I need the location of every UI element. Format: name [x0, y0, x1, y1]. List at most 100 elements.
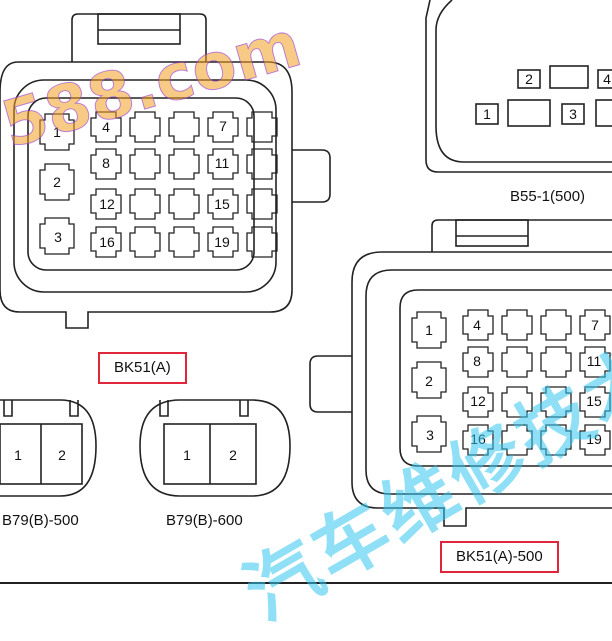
- bk51a-cavity-large: [39, 163, 75, 201]
- bk51a-pin-label: 19: [214, 234, 230, 250]
- b55-pin-3: [561, 103, 585, 125]
- bk51a-pin-field: [27, 97, 255, 271]
- b55-inner-shell: [435, 0, 612, 163]
- b55-pin-label: 2: [525, 71, 533, 87]
- bk51a-cavity-large: [39, 217, 75, 255]
- bk51a-cavities: [39, 111, 278, 258]
- bk51a500-pin-label: 2: [425, 373, 433, 389]
- bk51a500-latch-inner: [455, 219, 529, 247]
- bk51a-pin-label: 1: [53, 124, 61, 140]
- bk51a500-cavity-small: [501, 386, 533, 418]
- bk51a500-cavity-small: [501, 346, 533, 378]
- bk51a500-pin-field: [399, 289, 612, 467]
- b79b500-shell: [0, 399, 97, 497]
- bk51a-cavity-small: [168, 226, 200, 258]
- b79b500-pin-label: 1: [14, 447, 22, 463]
- bk51a500-cavity-small: [501, 309, 533, 341]
- bk51a500-side-tab: [309, 355, 352, 413]
- bk51a500-cavity-small: [540, 346, 572, 378]
- bk51a500-cavity-large: [411, 361, 447, 399]
- bk51a500-cavity-large: [411, 311, 447, 349]
- bk51a500-cavity-small: [579, 346, 611, 378]
- bk51a-cavity-small: [90, 226, 122, 258]
- b55-pin-blank-mid: [507, 99, 551, 127]
- bk51a-cavity-small: [207, 148, 239, 180]
- b79b600-pin-label: 2: [229, 447, 237, 463]
- bk51a-pin-label: 2: [53, 174, 61, 190]
- label-bk51a: BK51(A): [98, 352, 187, 384]
- bk51a500-cavity-small: [540, 309, 572, 341]
- bk51a-pin-label: 15: [214, 196, 230, 212]
- b79b600-notch: [159, 400, 249, 417]
- bk51a-inner-shell: [13, 79, 277, 293]
- b79b600-pin-label: 1: [183, 447, 191, 463]
- bk51a-latch: [71, 13, 207, 62]
- bk51a-cavity-small: [168, 148, 200, 180]
- label-b79b500: B79(B)-500: [2, 512, 79, 529]
- bk51a-cavity-small: [246, 148, 278, 180]
- bk51a-side-tab: [292, 149, 331, 203]
- bk51a-cavity-small: [168, 188, 200, 220]
- bk51a-cavity-small: [129, 148, 161, 180]
- bk51a500-cavity-small: [540, 424, 572, 456]
- bk51a500-pin-label: 11: [587, 353, 602, 369]
- bk51a-cavity-small: [90, 188, 122, 220]
- bk51a500-cavity-small: [579, 424, 611, 456]
- bk51a500-cavity-small: [462, 386, 494, 418]
- b55-pin-blank-top: [549, 65, 589, 89]
- b79b500-notch: [3, 400, 79, 417]
- bk51a-latch-inner: [97, 13, 181, 45]
- b55-pin-4: [597, 69, 612, 89]
- bk51a-cavity-small: [168, 111, 200, 143]
- b55-pin-1: [475, 103, 499, 125]
- bk51a-cavity-small: [246, 226, 278, 258]
- bk51a-pin-label: 4: [102, 119, 110, 135]
- bk51a500-cavity-large: [411, 415, 447, 453]
- bk51a500-pin-label: 1: [425, 322, 433, 338]
- bk51a500-pin-label: 7: [591, 317, 599, 333]
- bk51a500-pin-label: 15: [586, 393, 602, 409]
- connector-diagram: 1 2 3 4 8 12 16 7 11 15 19 1 2 3 4 8 12 …: [0, 0, 612, 584]
- connector-bk51a: [0, 13, 331, 329]
- bk51a500-cavities: [411, 309, 611, 456]
- bk51a500-pin-label: 16: [470, 431, 486, 447]
- bk51a500-cavity-small: [501, 424, 533, 456]
- label-b79b600: B79(B)-600: [166, 512, 243, 529]
- bk51a-cavity-small: [207, 111, 239, 143]
- bk51a500-outer-shell: [351, 251, 612, 527]
- b55-outer-shell: [425, 0, 612, 173]
- bk51a-cavity-small: [129, 226, 161, 258]
- bk51a500-pin-label: 12: [470, 393, 486, 409]
- bk51a500-pin-label: 8: [473, 353, 481, 369]
- b55-pin-label: 3: [569, 106, 577, 122]
- label-bk51a500: BK51(A)-500: [440, 541, 559, 573]
- label-b55: B55-1(500): [510, 188, 586, 205]
- bk51a-cavity-small: [246, 188, 278, 220]
- bk51a500-pin-label: 19: [586, 431, 602, 447]
- b79b500-pin-label: 2: [58, 447, 66, 463]
- connector-bk51a500: [309, 219, 612, 527]
- bk51a-cavity-small: [129, 111, 161, 143]
- bk51a500-cavity-small: [579, 309, 611, 341]
- bk51a-pin-label: 8: [102, 155, 110, 171]
- bk51a-cavity-small: [129, 188, 161, 220]
- bk51a-pin-label: 16: [99, 234, 115, 250]
- connector-b79b500: [0, 399, 97, 497]
- bk51a500-cavity-small: [462, 346, 494, 378]
- bk51a500-cavity-small: [462, 309, 494, 341]
- b55-pin-label: 1: [483, 106, 491, 122]
- b79b600-shell: [139, 399, 291, 497]
- bk51a500-cavity-small: [540, 386, 572, 418]
- bk51a-cavity-small: [90, 111, 122, 143]
- bk51a500-latch: [431, 219, 612, 252]
- bk51a500-pin-label: 3: [426, 427, 434, 443]
- bk51a-outer-shell: [0, 61, 293, 329]
- bk51a-pin-label: 12: [99, 196, 115, 212]
- b55-pin-2: [517, 69, 541, 89]
- bk51a-pin-label: 7: [219, 118, 227, 134]
- b55-pin-label: 4: [603, 71, 611, 87]
- bk51a500-pin-label: 4: [473, 317, 481, 333]
- bk51a-cavity-small: [207, 188, 239, 220]
- connector-b55: [425, 0, 612, 173]
